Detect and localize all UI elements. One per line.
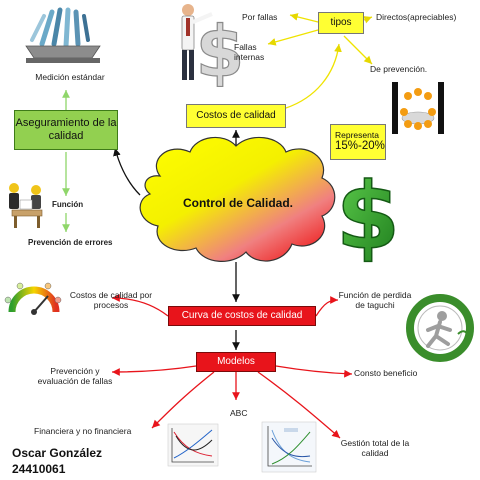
desk-people-illustration — [9, 183, 43, 228]
consto-beneficio-label: Consto beneficio — [354, 368, 418, 378]
por-fallas-label: Por fallas — [242, 12, 278, 22]
modelos-box: Modelos — [196, 352, 276, 372]
center-label: Control de Calidad. — [182, 195, 293, 210]
tipos-label: tipos — [330, 17, 352, 28]
prevencion-errores-label: Prevención de errores — [28, 238, 113, 247]
representa-label: Representa — [335, 130, 379, 140]
medicion-label: Medición estándar — [35, 72, 105, 82]
abc-label: ABC — [230, 408, 248, 418]
prevencion-evaluacion-label: Prevención y evaluación de fallas — [37, 366, 113, 387]
red-connectors — [111, 294, 353, 439]
tipos-box: tipos — [318, 12, 364, 34]
dollar-icon: $ — [335, 162, 401, 271]
author-id: 24410061 — [12, 462, 66, 476]
quality-control-logo — [406, 294, 474, 362]
management-chart-thumbnail — [261, 421, 317, 473]
financiera-label: Financiera y no financiera — [34, 426, 132, 436]
svg-text:$: $ — [196, 11, 245, 93]
representa-box: Representa 15%-20% — [330, 124, 386, 160]
measuring-tools-illustration — [25, 7, 101, 63]
center-cloud — [139, 136, 336, 262]
costos-calidad-box: Costos de calidad — [186, 104, 286, 128]
prevencion-label: De prevención. — [370, 64, 428, 74]
funcion-perdida-label: Función de perdida de taguchi — [338, 290, 412, 311]
modelos-label: Modelos — [217, 356, 255, 367]
center-label-box: Control de Calidad. — [168, 188, 308, 218]
gauge-icon — [4, 282, 62, 315]
costos-calidad-label: Costos de calidad — [196, 110, 276, 121]
fallas-internas-label: Fallas internas — [234, 42, 265, 63]
author-name: Oscar González — [12, 446, 103, 460]
directos-label: Directos(apreciables) — [376, 12, 457, 22]
curva-box: Curva de costos de calidad — [168, 306, 316, 326]
curva-label: Curva de costos de calidad — [181, 310, 303, 321]
gestion-total-label: Gestión total de la calidad — [340, 438, 410, 459]
costos-procesos-label: Costos de calidad por procesos — [69, 290, 153, 311]
svg-text:$: $ — [336, 163, 400, 270]
aseguramiento-label: Aseguramiento de la calidad — [15, 116, 117, 142]
tipos-connectors — [267, 13, 373, 109]
aseguramiento-box: Aseguramiento de la calidad — [14, 110, 118, 150]
businessman-dollar-illustration: $ — [181, 4, 245, 94]
percent-label: 15%-20% — [335, 140, 385, 153]
funcion-label: Función — [52, 200, 84, 209]
meeting-illustration — [392, 80, 444, 134]
cost-curve-thumbnail — [167, 423, 219, 467]
